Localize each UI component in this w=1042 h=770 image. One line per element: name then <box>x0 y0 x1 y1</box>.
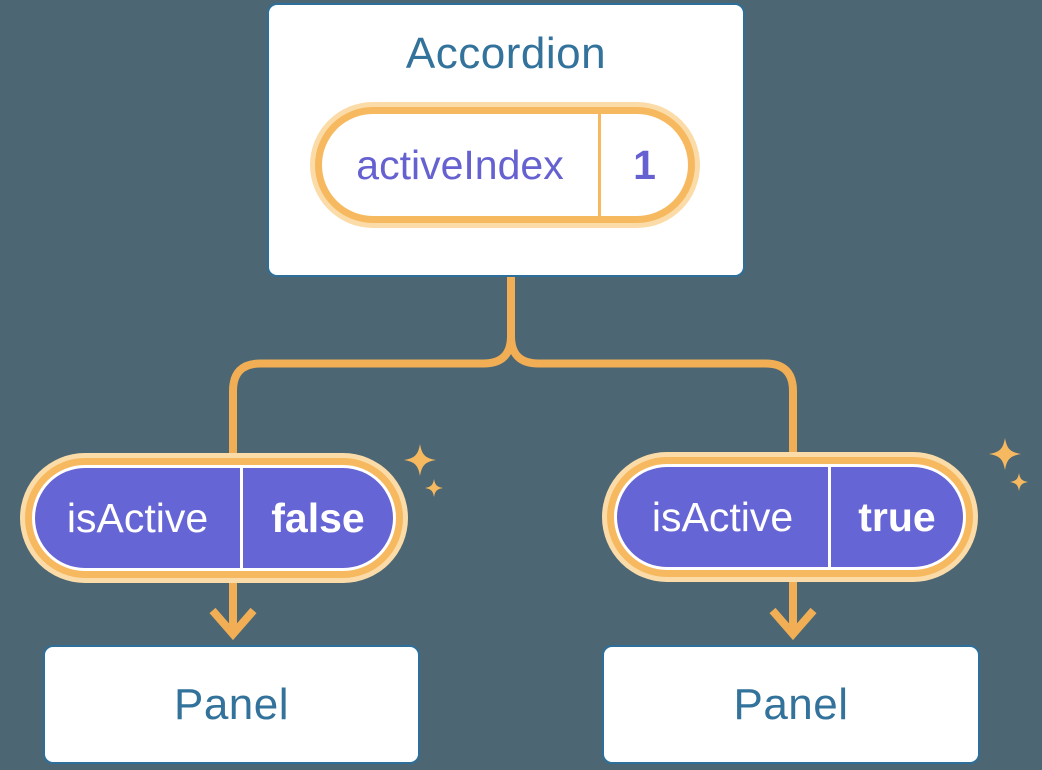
accordion-title: Accordion <box>405 29 607 78</box>
connector-right-branch <box>507 277 797 629</box>
panel-box-left: Panel <box>43 645 420 764</box>
arrow-down-icon <box>769 607 817 641</box>
panel-title: Panel <box>173 679 290 729</box>
prop-name-label: isActive <box>651 493 794 540</box>
state-pill-activeindex: activeIndex 1 <box>315 107 695 223</box>
prop-pill-isactive-false: isActive false <box>25 458 403 578</box>
prop-pill-body: isActive false <box>35 468 393 568</box>
sparkle-icon <box>425 479 443 497</box>
prop-pill-body: isActive true <box>617 467 963 567</box>
pill-divider <box>598 114 601 216</box>
sparkle-icon <box>989 438 1021 470</box>
pill-divider <box>828 467 831 567</box>
prop-value-label: true <box>858 493 936 540</box>
state-value-label: 1 <box>633 141 656 188</box>
sparkle-icon <box>1010 473 1028 491</box>
prop-value-label: false <box>271 494 365 541</box>
arrow-down-icon <box>209 607 257 641</box>
panel-box-right: Panel <box>602 645 980 764</box>
panel-title: Panel <box>733 679 849 729</box>
pill-divider <box>240 468 243 568</box>
prop-name-label: isActive <box>66 494 209 541</box>
prop-pill-isactive-true: isActive true <box>607 457 973 577</box>
sparkle-icon <box>404 444 436 476</box>
state-name-label: activeIndex <box>356 141 564 188</box>
